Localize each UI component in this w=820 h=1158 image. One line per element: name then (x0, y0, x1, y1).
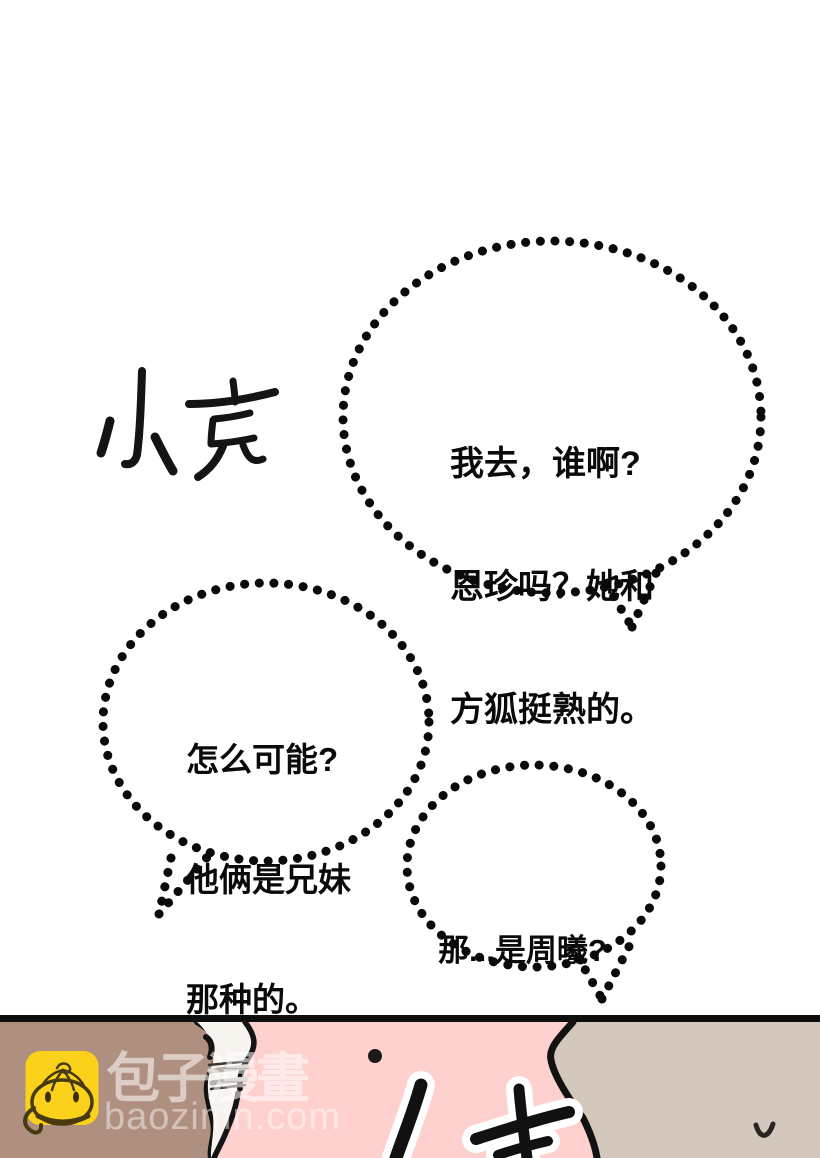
bubble-1-line-1: 我去，谁啊? (450, 445, 641, 483)
panel-white-shape (197, 1022, 256, 1158)
bubble-3-line-1: 那...是周曦? (438, 933, 607, 968)
speech-bubble-2-text: 怎么可能? 他俩是兄妹 那种的。 (186, 660, 351, 1100)
watermark-site-name: 包子漫畫 (106, 1049, 310, 1109)
panel-dot-mark (368, 1049, 382, 1063)
bubble-1-line-2: 恩珍吗？她和 (450, 568, 654, 606)
panel-crescent-mark (753, 1121, 776, 1138)
speech-bubble-1-text: 我去，谁啊? 恩珍吗？她和 方狐挺熟的。 (450, 362, 654, 813)
panel-border (0, 1015, 820, 1024)
whisper-sfx-bottom (382, 1071, 583, 1158)
panel-gray-area (550, 1022, 820, 1158)
speech-bubble-3-text: 那...是周曦? (438, 856, 607, 1046)
bubble-2-line-2: 他俩是兄妹 (186, 861, 351, 898)
bubble-2-line-3: 那种的。 (186, 981, 318, 1018)
speech-bubble-2-outline (98, 578, 434, 919)
speech-bubble-3-outline (402, 760, 666, 1004)
bubble-2-line-1: 怎么可能? (186, 741, 339, 778)
whisper-sfx-top (96, 367, 279, 481)
bubble-1-line-3: 方狐挺熟的。 (450, 691, 654, 729)
speech-bubble-1-outline (338, 236, 766, 632)
watermark-site-url: baozimn.com (104, 1096, 341, 1138)
baozi-bun-icon (23, 1051, 99, 1135)
